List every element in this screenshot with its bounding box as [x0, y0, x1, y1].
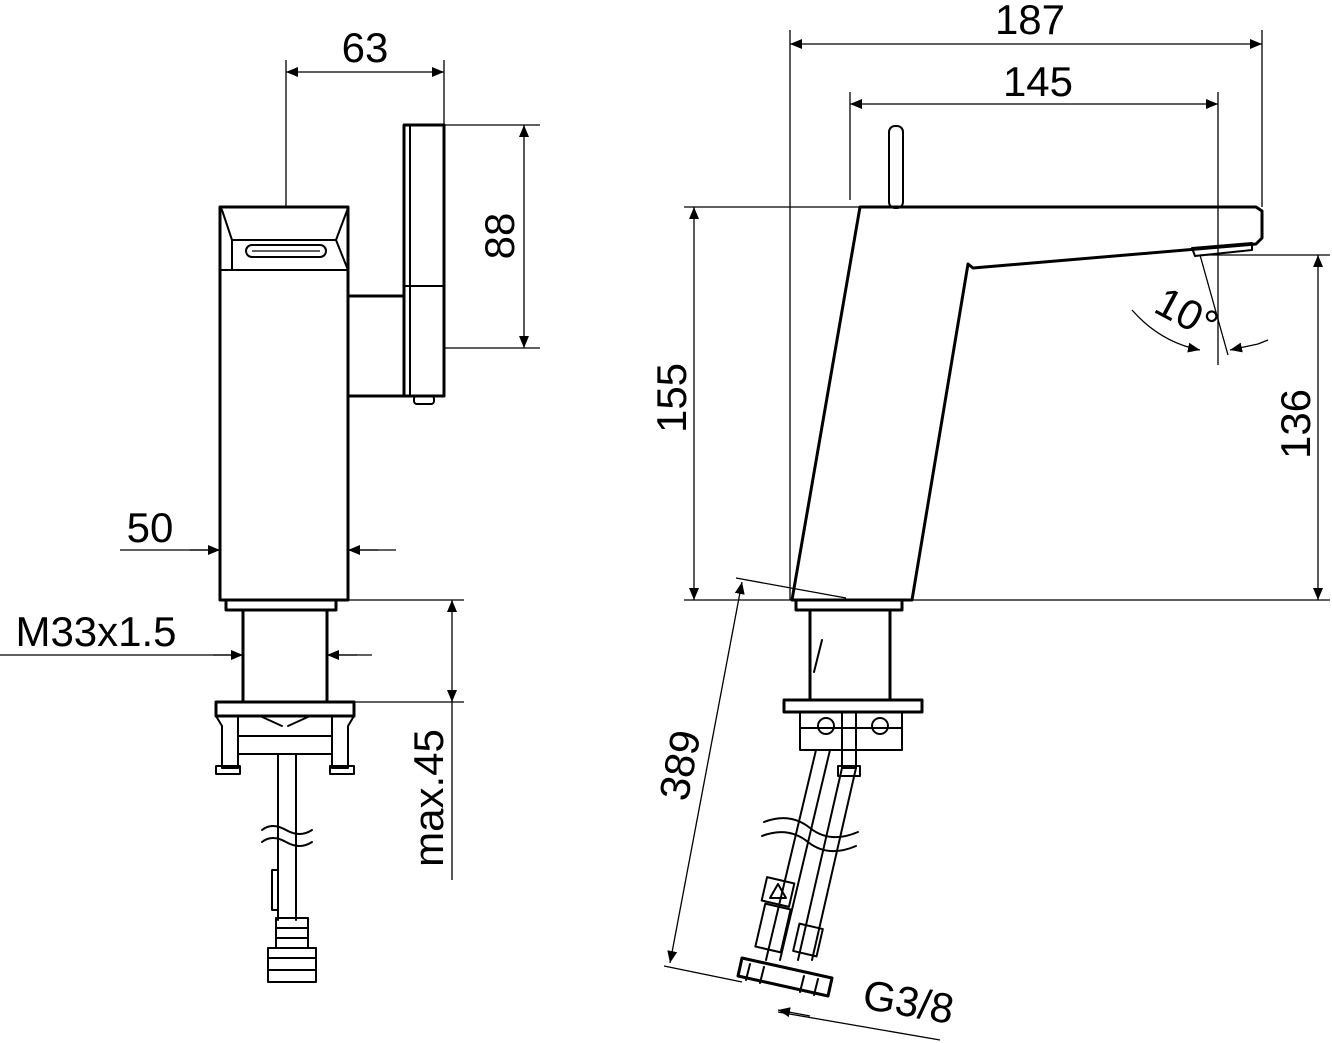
dimension-total-height: 155 — [648, 206, 1330, 601]
dim-label-outlet-height: 136 — [1272, 389, 1319, 459]
dimension-connection: G3/8 — [777, 971, 958, 1041]
dimension-side-depth: 63 — [285, 24, 445, 207]
dimension-max-thickness: max.45 — [336, 599, 464, 880]
dim-label-spout-reach: 145 — [1003, 58, 1073, 105]
front-hoses — [736, 749, 859, 998]
dim-label-body-width: 50 — [127, 504, 174, 551]
side-shank — [224, 598, 338, 704]
dimension-total-length: 187 — [789, 0, 1263, 600]
side-hose — [261, 753, 317, 983]
front-body — [790, 205, 1264, 602]
dim-label-hose-length: 389 — [650, 726, 710, 804]
side-mounting-kit — [214, 700, 356, 775]
dimension-spout-angle: 10° — [1131, 254, 1269, 356]
front-shank — [794, 598, 904, 702]
dim-label-thread: M33x1.5 — [15, 608, 176, 655]
side-body — [218, 205, 350, 602]
dimension-handle-height: 88 — [444, 124, 540, 349]
dim-label-total-length: 187 — [995, 0, 1065, 43]
dimension-body-width: 50 — [120, 504, 396, 555]
front-mounting-kit — [782, 698, 924, 777]
dim-label-handle-height: 88 — [476, 213, 523, 260]
dimension-outlet-height: 136 — [1200, 254, 1330, 600]
front-view: 187 145 155 136 10° — [648, 0, 1330, 1041]
dimension-hose-length: 389 — [650, 577, 847, 983]
dim-label-connection: G3/8 — [860, 971, 958, 1033]
dim-label-spout-angle: 10° — [1148, 278, 1226, 349]
dim-label-total-height: 155 — [648, 363, 695, 433]
front-lever-pin — [888, 125, 904, 209]
dim-label-max-thickness: max.45 — [405, 729, 452, 867]
dim-label-side-depth: 63 — [342, 24, 389, 71]
dimension-thread: M33x1.5 — [0, 608, 372, 660]
side-view: 63 88 50 M33x1.5 — [0, 24, 540, 983]
side-lever-handle — [346, 123, 446, 405]
